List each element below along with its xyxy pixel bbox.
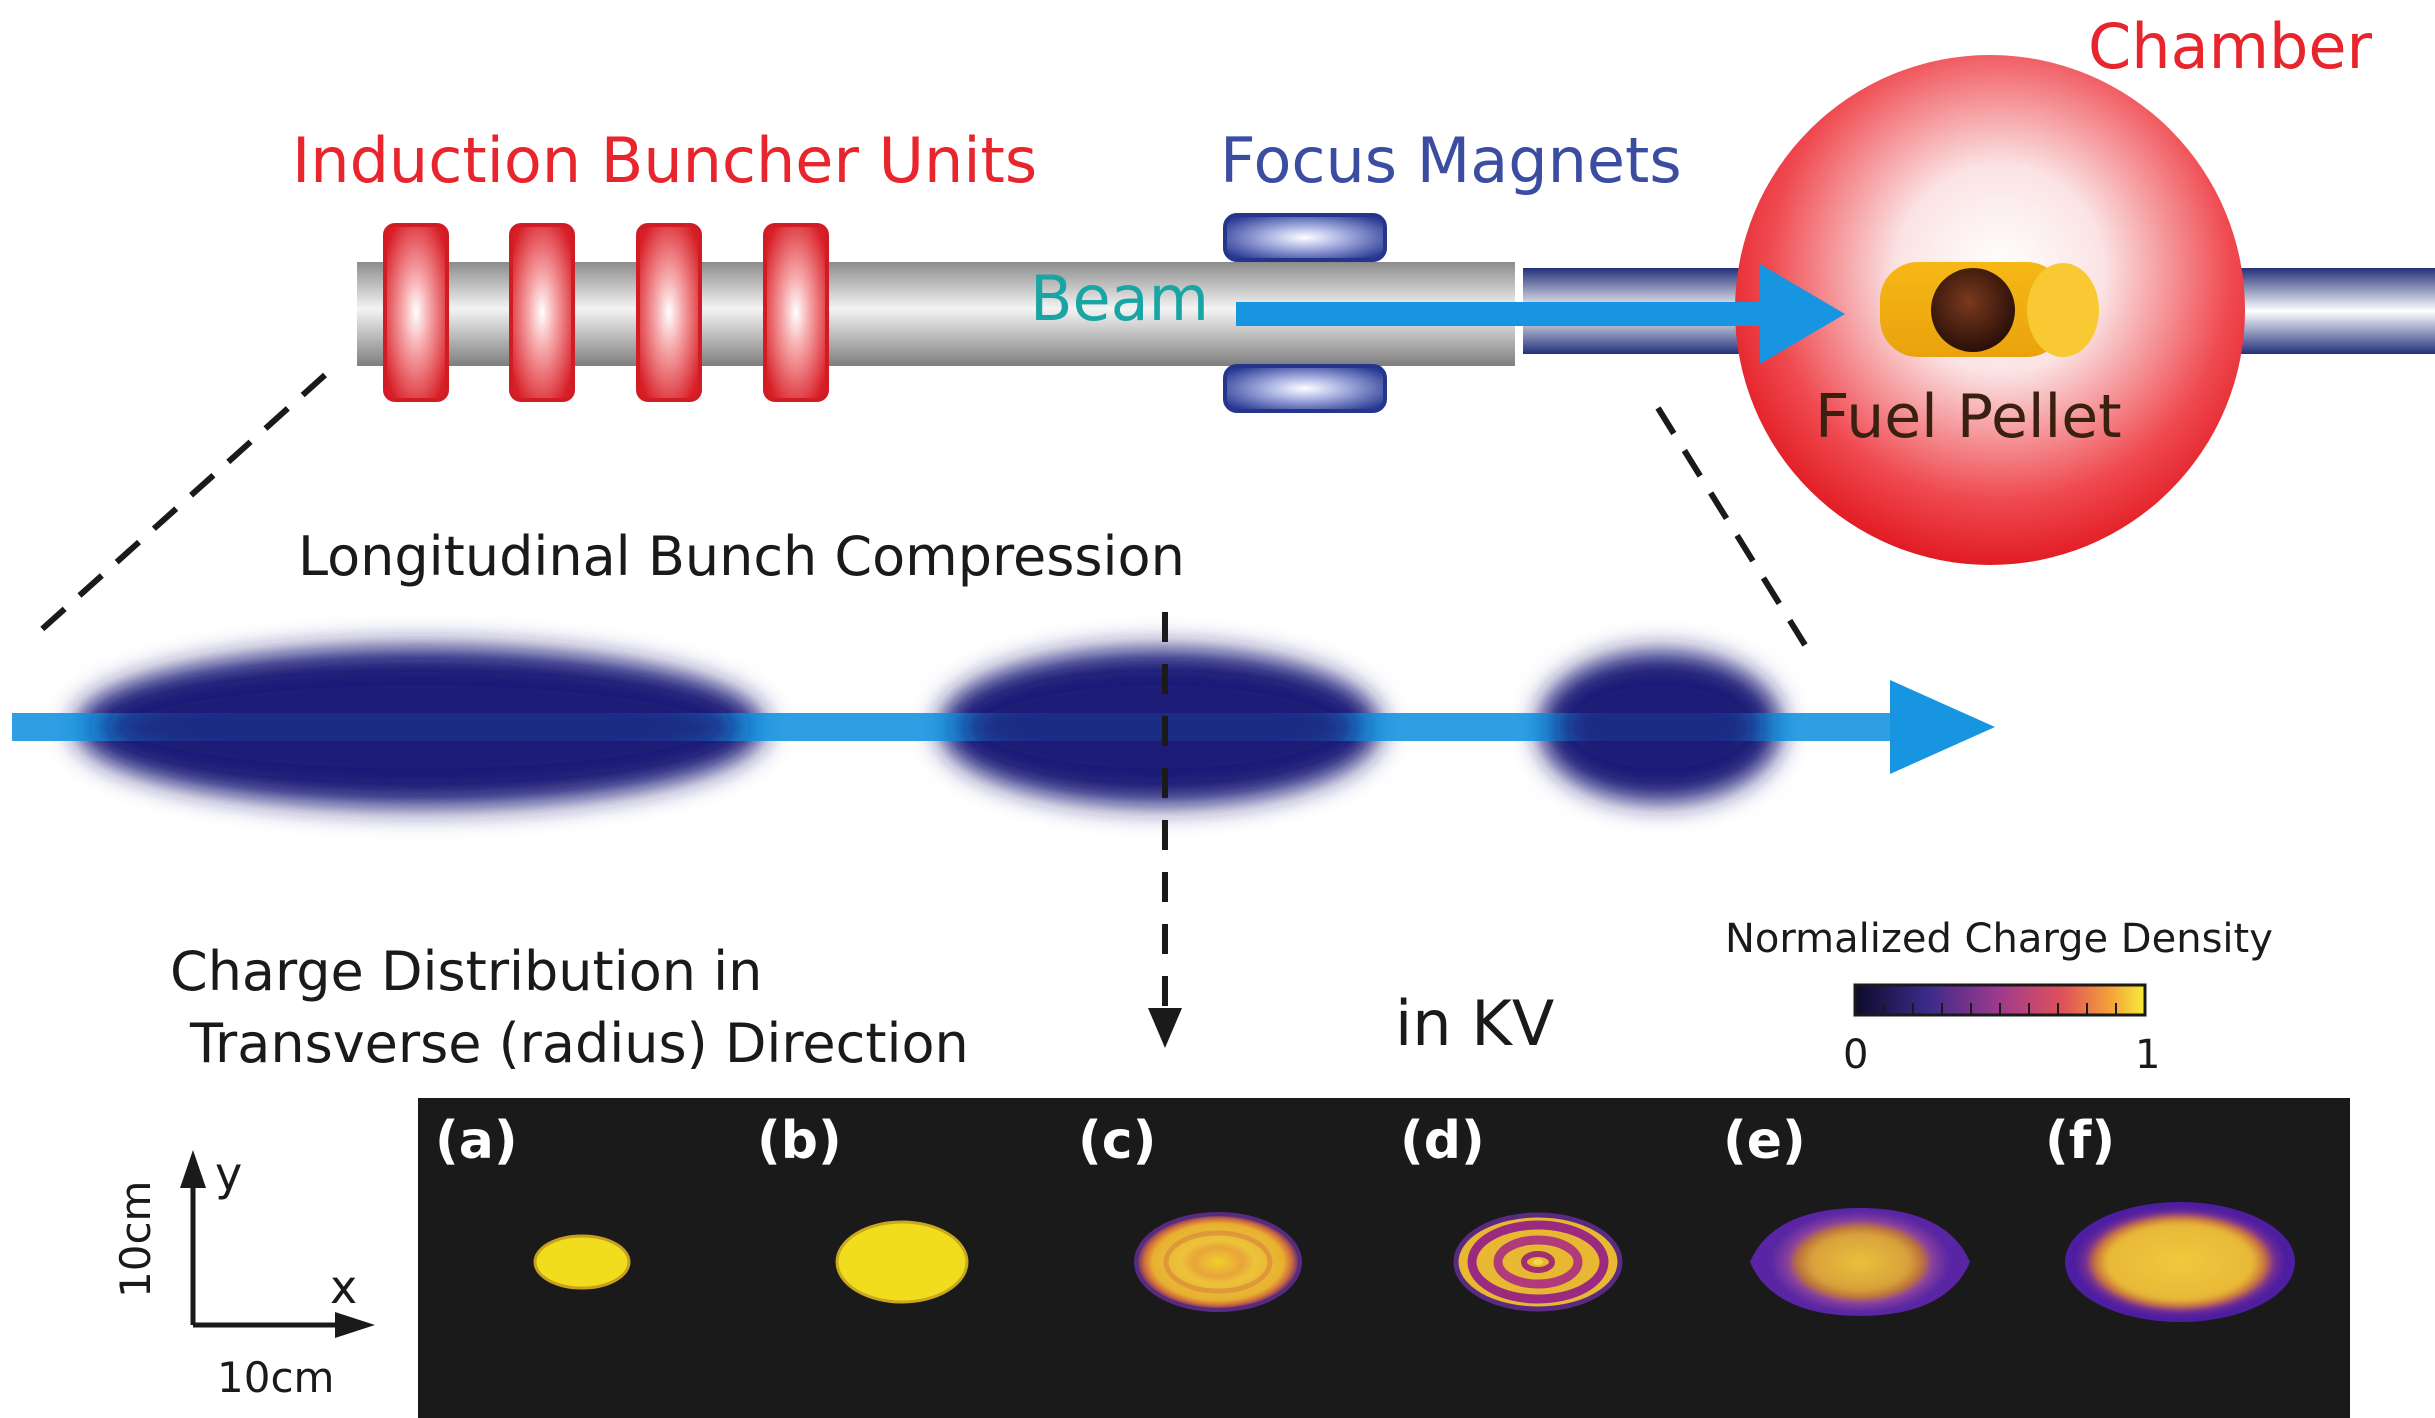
panel-background [418, 1098, 2350, 1418]
scale-horizontal-label: 10cm [217, 1353, 334, 1402]
slice-arrowhead [1148, 1008, 1182, 1048]
focus-magnets [1223, 213, 1387, 413]
beam-arrow [1236, 264, 1845, 364]
bunch-arrowhead [1890, 680, 1995, 774]
colorbar-min: 0 [1843, 1032, 1868, 1078]
zoom-line-left [27, 372, 328, 643]
buncher-ring-4 [763, 223, 829, 402]
y-arrowhead [180, 1150, 206, 1188]
distribution-e [1750, 1208, 1970, 1316]
beam-label: Beam [1030, 262, 1209, 335]
buncher-ring-3 [636, 223, 702, 402]
panel-tag-c: (c) [1078, 1111, 1156, 1171]
focus-magnet-top [1223, 213, 1387, 262]
colorbar-max: 1 [2135, 1032, 2160, 1078]
distribution-panel: (a) (b) (c) (d) (e) (f) [418, 1098, 2350, 1418]
induction-buncher-label: Induction Buncher Units [292, 124, 1037, 197]
distribution-b [835, 1220, 969, 1304]
focus-magnets-label: Focus Magnets [1220, 124, 1682, 197]
chamber-label: Chamber [2088, 10, 2372, 83]
focus-magnet-bottom [1223, 364, 1387, 413]
x-arrowhead [335, 1312, 375, 1338]
fuel-pellet [1880, 262, 2099, 357]
induction-buncher-units [383, 223, 829, 402]
axis-y-label: y [215, 1147, 242, 1201]
distribution-c [1134, 1212, 1302, 1312]
panel-tag-f: (f) [2045, 1111, 2115, 1171]
scale-vertical-label: 10cm [111, 1181, 160, 1298]
panel-tag-b: (b) [757, 1111, 842, 1171]
buncher-ring-1 [383, 223, 449, 402]
compression-label: Longitudinal Bunch Compression [298, 525, 1185, 588]
buncher-ring-2 [509, 223, 575, 402]
colorbar: Normalized Charge Density 0 1 [1725, 916, 2273, 1078]
colorbar-title: Normalized Charge Density [1725, 916, 2273, 962]
distribution-a [533, 1234, 631, 1290]
bunch-compression: Longitudinal Bunch Compression [12, 525, 1995, 1048]
panel-tag-a: (a) [435, 1111, 518, 1171]
distribution-f [2065, 1202, 2295, 1322]
beamline: Chamber Induction Buncher Units Focus Ma… [292, 10, 2435, 565]
charge-distribution-line2: Transverse (radius) Direction [189, 1012, 969, 1075]
scale-axes: y x 10cm 10cm [111, 1147, 375, 1402]
charge-distribution-line1: Charge Distribution in [170, 940, 762, 1003]
in-kv-label: in KV [1395, 987, 1554, 1060]
fuel-pellet-label: Fuel Pellet [1815, 382, 2122, 452]
panel-tag-e: (e) [1723, 1111, 1806, 1171]
zoom-lines [27, 372, 1808, 647]
distribution-d [1453, 1212, 1623, 1312]
axis-x-label: x [330, 1260, 357, 1314]
panel-tag-d: (d) [1400, 1111, 1485, 1171]
pellet-core [1931, 268, 2015, 352]
